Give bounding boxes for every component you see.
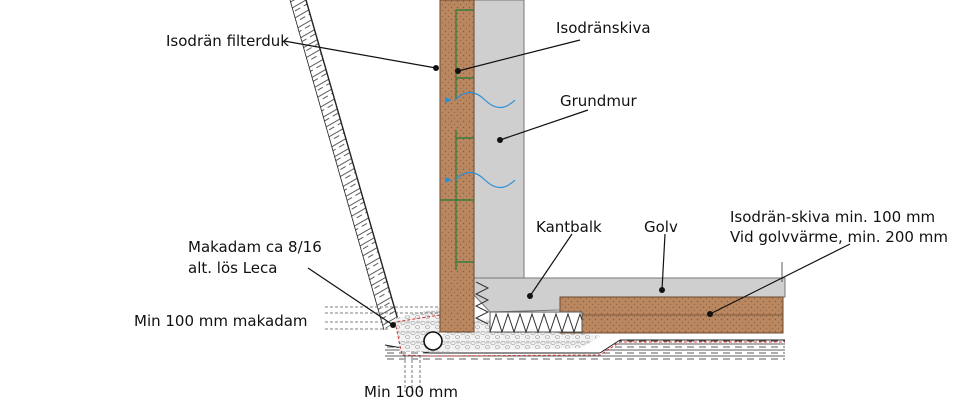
- label-filterduk: Isodrän filterduk: [166, 32, 289, 50]
- label-min-100: Min 100 mm: [364, 383, 458, 400]
- label-golv: Golv: [644, 218, 678, 236]
- label-makadam-line2: alt. lös Leca: [188, 259, 277, 277]
- zigzag-insulation: [489, 311, 583, 334]
- label-grundmur: Grundmur: [560, 92, 637, 110]
- drain-pipe: [423, 331, 443, 351]
- soil-slope: [289, 0, 399, 331]
- ground-below: [384, 339, 785, 360]
- label-isodranskiva: Isodränskiva: [556, 19, 651, 37]
- label-makadam-line1: Makadam ca 8/16: [188, 238, 322, 256]
- filter-cloth-line: [394, 300, 785, 357]
- label-skiva-line2: Vid golvvärme, min. 200 mm: [730, 228, 948, 246]
- label-skiva-line1: Isodrän-skiva min. 100 mm: [730, 208, 935, 226]
- vertical-insulation-board: [439, 0, 475, 333]
- water-flow-arrows: [445, 91, 516, 189]
- leader-lines: [283, 39, 851, 328]
- label-kantbalk: Kantbalk: [536, 218, 602, 236]
- wall-base-zigzag: [474, 281, 490, 325]
- label-min-makadam: Min 100 mm makadam: [134, 312, 308, 330]
- board-fixing-markers: [440, 9, 474, 270]
